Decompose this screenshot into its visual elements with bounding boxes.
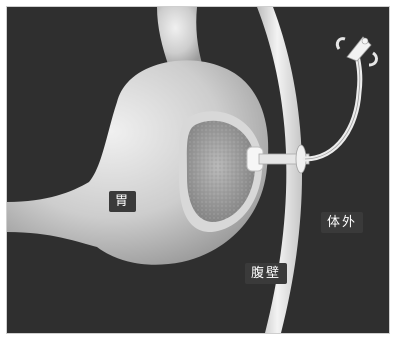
label-outside-body: 体外	[321, 212, 363, 233]
label-stomach: 胃	[109, 191, 136, 212]
gastrostomy-illustration	[7, 7, 389, 333]
diagram-frame: 胃 腹壁 体外	[6, 6, 390, 334]
label-abdominal-wall: 腹壁	[245, 263, 287, 284]
